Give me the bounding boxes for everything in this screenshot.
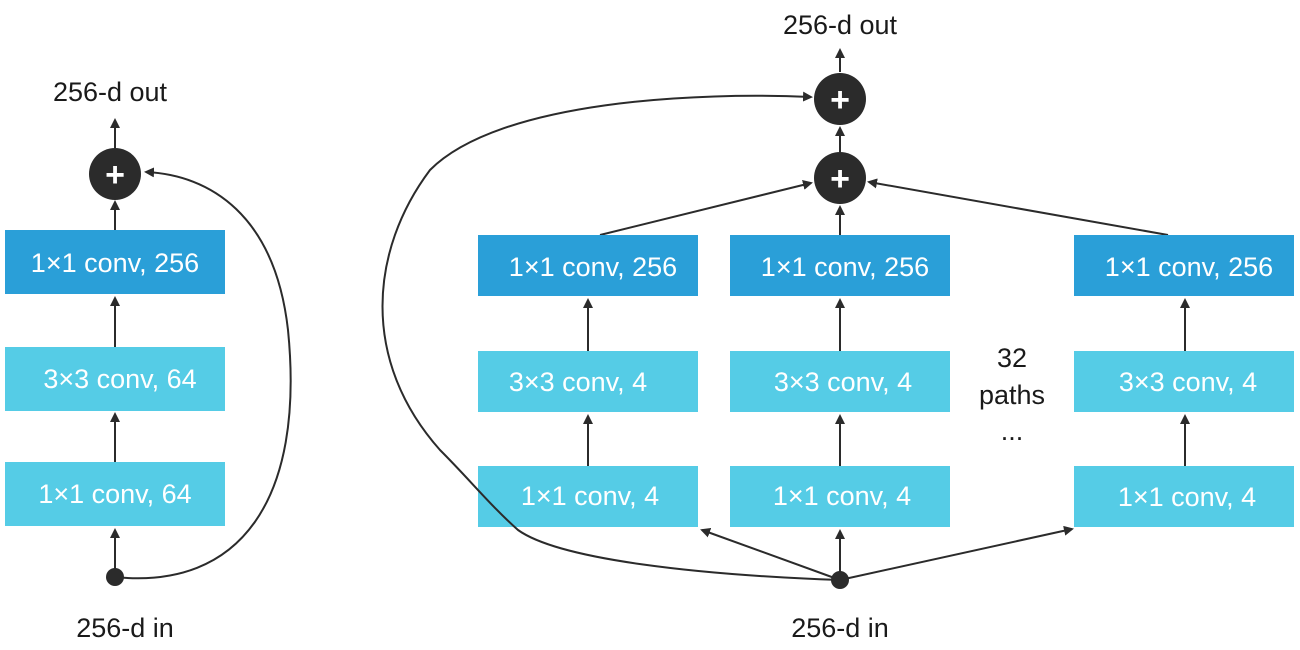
path1-layer-bottom-label: 1×1 conv, 4	[521, 481, 659, 511]
left-skip-connection	[114, 167, 292, 580]
paths-annotation: 32 paths ...	[979, 343, 1045, 446]
right-path-3: 1×1 conv, 256 3×3 conv, 4 1×1 conv, 4	[1074, 235, 1294, 527]
path3-layer-mid-label: 3×3 conv, 4	[1119, 367, 1257, 397]
path2-layer-bottom: 1×1 conv, 4	[730, 466, 950, 527]
path3-layer-bottom: 1×1 conv, 4	[1074, 466, 1294, 527]
path2-layer-mid: 3×3 conv, 4	[730, 351, 950, 412]
left-layer-top-label: 1×1 conv, 256	[31, 248, 199, 278]
right-block: 256-d out + + 1×1 conv, 256 3×3 conv	[381, 10, 1294, 643]
left-add-symbol: +	[105, 156, 125, 194]
path3-layer-mid: 3×3 conv, 4	[1074, 351, 1294, 412]
path3-layer-bottom-label: 1×1 conv, 4	[1118, 482, 1256, 512]
left-layer-top: 1×1 conv, 256	[5, 230, 225, 294]
left-add-node: +	[89, 148, 141, 200]
right-add-symbol-bottom: +	[830, 160, 850, 198]
path2-layer-top: 1×1 conv, 256	[730, 235, 950, 296]
right-add-symbol-top: +	[830, 81, 850, 119]
path1-layer-top: 1×1 conv, 256	[478, 235, 698, 296]
path2-layer-bottom-label: 1×1 conv, 4	[773, 481, 911, 511]
path1-layer-top-label: 1×1 conv, 256	[509, 252, 677, 282]
paths-ellipsis: ...	[1001, 416, 1024, 446]
right-out-label: 256-d out	[783, 10, 898, 40]
path3-layer-top: 1×1 conv, 256	[1074, 235, 1294, 296]
right-add-node-bottom: +	[814, 152, 866, 204]
path1-layer-mid: 3×3 conv, 4	[478, 351, 698, 412]
path1-layer-mid-label: 3×3 conv, 4	[509, 367, 647, 397]
left-layer-bottom: 1×1 conv, 64	[5, 462, 225, 526]
right-arrow-in-to-path3	[839, 525, 1074, 581]
path2-layer-mid-label: 3×3 conv, 4	[774, 367, 912, 397]
right-skip-connection	[381, 91, 841, 581]
right-arrow-in-to-path1	[700, 528, 841, 581]
left-input-node	[106, 568, 124, 586]
path3-layer-top-label: 1×1 conv, 256	[1105, 252, 1273, 282]
right-arrow-path1-to-aggregate	[599, 180, 813, 236]
right-add-node-top: +	[814, 73, 866, 125]
left-layer-bottom-label: 1×1 conv, 64	[38, 479, 191, 509]
left-in-label: 256-d in	[76, 613, 174, 643]
path2-layer-top-label: 1×1 conv, 256	[761, 252, 929, 282]
right-path-1: 1×1 conv, 256 3×3 conv, 4 1×1 conv, 4	[478, 235, 698, 527]
left-layer-mid-label: 3×3 conv, 64	[43, 364, 196, 394]
left-block: 256-d out + 1×1 conv, 256 3×3 conv, 64 1…	[5, 77, 292, 643]
right-in-label: 256-d in	[791, 613, 889, 643]
paths-count: 32	[997, 343, 1027, 373]
paths-word: paths	[979, 380, 1045, 410]
left-out-label: 256-d out	[53, 77, 168, 107]
right-path-2: 1×1 conv, 256 3×3 conv, 4 1×1 conv, 4	[730, 235, 950, 527]
right-input-node	[831, 571, 849, 589]
path1-layer-bottom: 1×1 conv, 4	[478, 466, 698, 527]
left-layer-mid: 3×3 conv, 64	[5, 347, 225, 411]
right-arrow-path3-to-aggregate	[867, 178, 1169, 236]
